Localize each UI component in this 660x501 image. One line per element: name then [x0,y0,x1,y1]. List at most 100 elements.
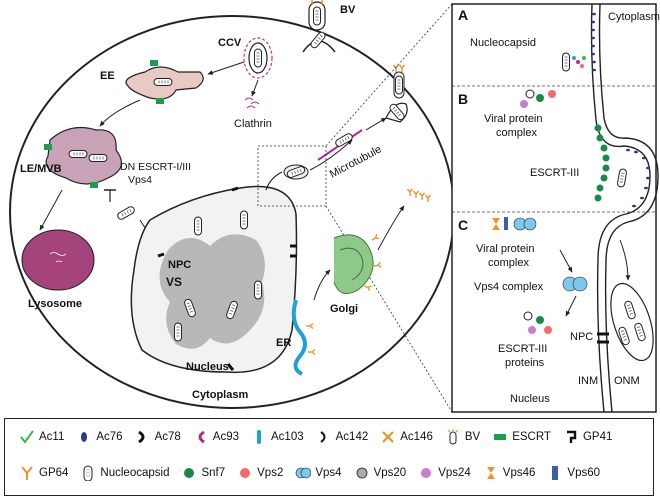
gp41-icon [566,430,577,443]
ac76-icon [81,432,88,442]
nucleus: VS Nucleus NPC [130,185,298,374]
legend-item-ac11: Ac11 [19,429,64,445]
bv-icon [447,429,459,445]
dn-escrt-label: DN ESCRT-I/III [120,161,191,173]
ac78-icon [137,430,145,444]
gp64-icon [21,466,33,480]
legend-item-ac142: Ac142 [316,429,369,445]
vps24-icon [421,468,432,478]
vps4-icon [296,467,312,479]
legend-label: BV [464,431,481,443]
legend-label: Snf7 [201,467,226,479]
golgi: Golgi [330,205,405,315]
legend-item-vps60: Vps60 [547,465,600,481]
er-label: ER [276,337,291,349]
cytoplasm-label: Cytoplasm [192,389,248,401]
er: ER [276,269,331,376]
ac146-icon [382,431,395,443]
early-endosome: EE [100,60,204,104]
legend-item-vps20: Vps20 [354,465,407,481]
legend-item-vps2: Vps2 [237,465,283,481]
bv-label: BV [340,4,356,16]
npc-label: NPC [168,259,191,271]
viral-protein-complex-c-label: Viral protein [476,243,535,255]
legend-item-ac93: Ac93 [193,429,239,445]
nucleocapsid-icon [83,465,93,481]
legend-item-vps24: Vps24 [418,465,471,481]
nucleocapsid-label: Nucleocapsid [470,37,536,49]
panel-c-label: C [458,217,468,233]
le-mvb: LE/MVB [20,127,123,188]
vps4-inhibit-label: Vps4 [128,174,152,186]
legend: Ac11 Ac76 Ac78 Ac93 Ac103 Ac142 Ac146 BV ESCRT GP… [4,418,654,496]
legend-label: Vps46 [502,467,536,479]
legend-item-vps46: Vps46 [483,465,536,481]
legend-item-escrt: ESCRT [492,429,551,445]
nucleus-label: Nucleus [186,361,229,373]
lysosome: Lysosome [21,229,95,310]
legend-label: Vps24 [438,467,471,479]
legend-row-1: Ac11 Ac76 Ac78 Ac93 Ac103 Ac142 Ac146 BV ESCRT GP… [19,429,647,445]
golgi-label: Golgi [330,303,358,315]
viral-protein-complex-c-label-2: complex [488,257,529,269]
viral-protein-complex-b-label: Viral protein [484,113,543,125]
vps4-complex-label: Vps4 complex [474,281,544,293]
legend-item-ac146: Ac146 [380,429,433,445]
legend-item-ac76: Ac76 [76,429,123,445]
escrt-iii-label: ESCRT-III [530,167,579,179]
ac11-icon [20,430,34,444]
panel-npc-label: NPC [570,331,593,343]
panel-nucleus-label: Nucleus [510,393,550,405]
clathrin-label: Clathrin [234,118,272,130]
panel-cytoplasm-label: Cytoplasm [608,11,660,23]
ac93-icon [198,430,205,444]
ac103-icon [257,430,262,444]
panel-b-label: B [458,91,468,107]
zoom-panel: A Cytoplasm Nucleocapsid B Viral protein… [451,3,660,413]
ee-label: EE [100,70,115,82]
legend-item-ac78: Ac78 [135,429,181,445]
escrt-iii-proteins-label-2: proteins [505,357,545,369]
escrt-icon [494,434,507,440]
legend-item-ac103: Ac103 [251,429,304,445]
legend-label: Ac78 [154,431,181,443]
lysosome-label: Lysosome [28,298,82,310]
legend-label: Vps20 [373,467,407,479]
legend-label: GP64 [39,467,69,479]
zoom-region [257,145,327,207]
vs-label: VS [166,275,182,289]
legend-label: Ac146 [400,431,433,443]
legend-item-bv: BV [445,429,480,445]
panel-a-label: A [458,7,468,23]
legend-label: Ac103 [271,431,304,443]
ac142-icon [320,431,326,443]
legend-item-vps4: Vps4 [295,465,342,481]
viral-protein-complex-b-label-2: complex [496,127,537,139]
legend-label: Nucleocapsid [100,467,170,479]
legend-label: Vps2 [257,467,284,479]
onm-label: ONM [614,375,640,387]
vps46-icon [486,467,495,479]
ccv: CCV [218,37,273,79]
vps20-icon [356,467,367,479]
legend-label: Ac76 [96,431,123,443]
inm-label: INM [578,375,598,387]
legend-label: Vps4 [315,467,342,479]
legend-label: ESCRT [512,431,551,443]
legend-item-snf7: Snf7 [181,465,225,481]
legend-item-gp64: GP64 [19,465,68,481]
legend-label: Ac142 [335,431,369,443]
ccv-label: CCV [218,37,242,49]
legend-item-gp41: GP41 [563,429,612,445]
le-mvb-label: LE/MVB [20,163,62,175]
vps2-icon [240,468,251,478]
legend-label: GP41 [582,431,613,443]
legend-item-nucleocapsid: Nucleocapsid [80,465,169,481]
escrt-iii-proteins-label: ESCRT-III [498,343,547,355]
legend-label: Ac93 [212,431,240,443]
legend-label: Vps60 [567,467,601,479]
legend-label: Ac11 [39,431,65,443]
budding-bv: BV [302,0,356,53]
legend-row-2: GP64 Nucleocapsid Snf7 Vps2 Vps4 Vps20 Vps24 Vp… [19,465,647,481]
